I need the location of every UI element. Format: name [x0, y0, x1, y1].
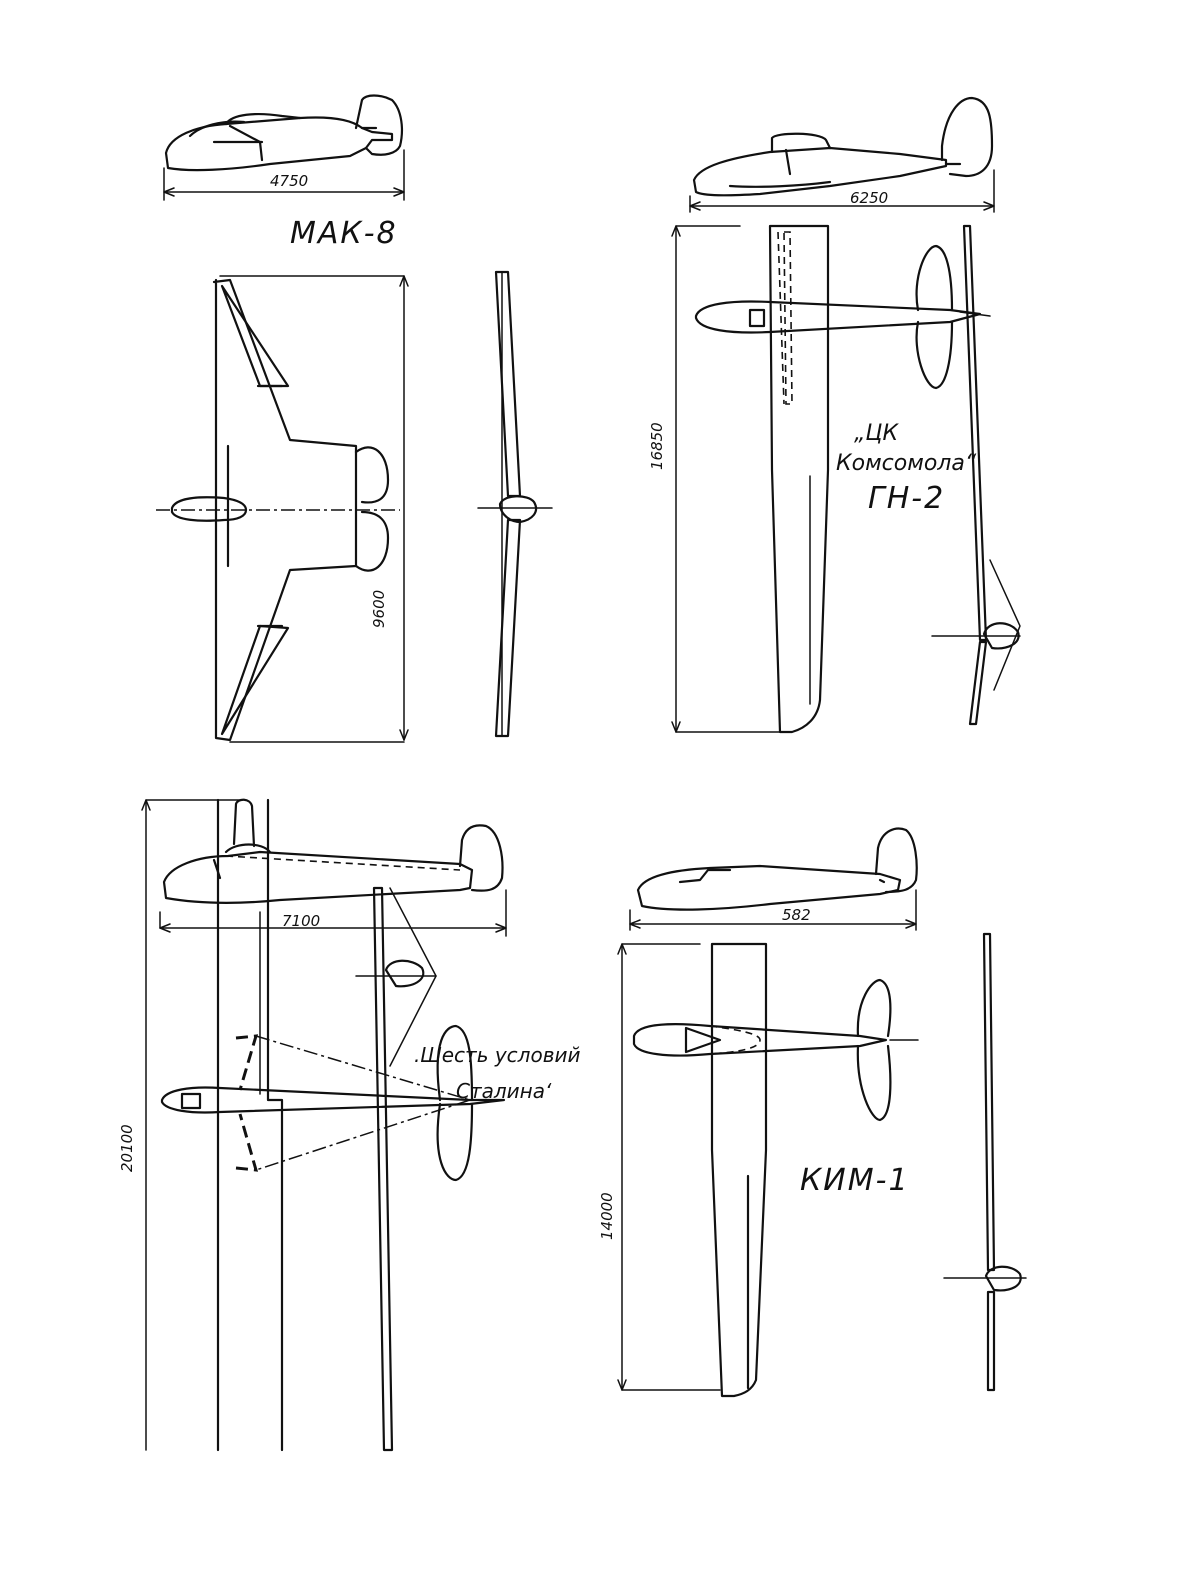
mak8-length-dimension: 4750	[270, 172, 308, 190]
gn2-drawing: 6250 16850 „ЦК Комсомола“ ГН-2	[648, 96, 1021, 734]
mak8-front-view	[477, 270, 553, 738]
stalin-name-line2: Сталина‘	[456, 1079, 552, 1103]
stalin-front-view	[355, 886, 437, 1452]
gn2-front-view	[931, 224, 1021, 726]
gn2-span-dimension: 16850	[648, 422, 666, 470]
gn2-length-dimension: 6250	[850, 189, 888, 207]
stalin-name-line1: .Шесть условий	[414, 1043, 580, 1067]
stalin-drawing: 7100 20100 .Шесть условий Сталина‘	[118, 798, 580, 1452]
gn2-name-line1: „ЦК	[854, 421, 899, 446]
mak8-span-dimension: 9600	[370, 590, 388, 628]
mak8-drawing: 4750 МАК-8 9600	[156, 94, 553, 743]
gn2-side-view: 6250	[689, 96, 995, 213]
gn2-name-line3: ГН-2	[868, 481, 945, 516]
kim1-front-view	[943, 932, 1027, 1392]
kim1-length-dimension: 582	[782, 906, 811, 924]
gn2-plan-view: 16850	[648, 224, 991, 734]
kim1-plan-view: 14000	[598, 942, 919, 1398]
mak8-plan-view: 9600	[156, 275, 409, 743]
kim1-drawing: 582 14000 КИМ-1	[598, 827, 1027, 1398]
mak8-name-label: МАК-8	[290, 216, 398, 251]
gn2-name-line2: Комсомола“	[836, 451, 977, 476]
stalin-span-dimension: 20100	[118, 1124, 136, 1172]
kim1-side-view: 582	[629, 827, 918, 931]
mak8-side-view: 4750	[163, 94, 405, 201]
kim1-name-label: КИМ-1	[800, 1163, 910, 1198]
stalin-side-view: 7100	[159, 798, 507, 937]
kim1-span-dimension: 14000	[598, 1192, 616, 1240]
stalin-plan-view: 20100	[118, 798, 506, 1452]
stalin-length-dimension: 7100	[282, 912, 320, 930]
